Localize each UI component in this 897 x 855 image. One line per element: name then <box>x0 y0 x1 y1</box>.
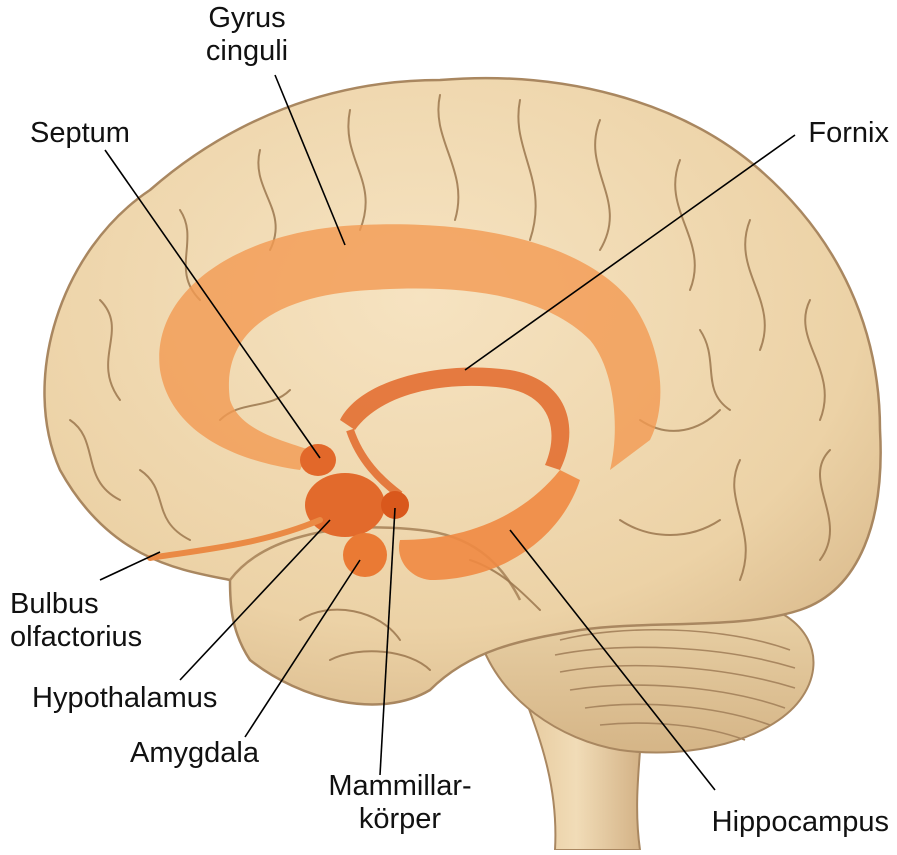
leader-septum <box>104 149 321 459</box>
hippocampus-shape <box>399 470 580 580</box>
label-hippocampus: Hippocampus <box>712 806 889 839</box>
label-bulbus-line1: Bulbus <box>10 588 99 620</box>
label-hypothalamus-text: Hypothalamus <box>32 682 218 714</box>
label-gyrus-cinguli-line1: Gyrus <box>208 2 286 34</box>
sulci <box>69 94 831 671</box>
hypothalamus-shape <box>305 473 385 537</box>
leader-amygdala <box>244 559 361 738</box>
leader-fornix <box>464 134 796 371</box>
label-gyrus-cinguli: Gyrus cinguli <box>192 2 302 68</box>
mammillary-shape <box>381 491 409 519</box>
label-amygdala-text: Amygdala <box>130 737 259 769</box>
gyrus-cinguli-shape <box>159 224 661 470</box>
leader-hypothalamus <box>179 519 331 681</box>
label-septum-text: Septum <box>30 117 130 149</box>
label-fornix: Fornix <box>808 117 889 150</box>
olfactory-tract <box>147 517 323 561</box>
label-fornix-text: Fornix <box>808 117 889 149</box>
leader-gyrus-cinguli <box>274 74 346 246</box>
label-amygdala: Amygdala <box>130 737 259 770</box>
amygdala-shape <box>343 533 387 577</box>
septum-shape <box>300 444 336 476</box>
label-hippocampus-text: Hippocampus <box>711 806 889 838</box>
leader-bulbus <box>99 551 161 581</box>
label-hypothalamus: Hypothalamus <box>32 682 217 715</box>
label-septum: Septum <box>30 117 130 150</box>
label-bulbus-olfactorius: Bulbus olfactorius <box>10 588 142 654</box>
leader-lines <box>99 74 796 791</box>
cerebellum-folia <box>554 628 796 741</box>
leader-mammillar <box>379 507 396 776</box>
label-mammillar-line2: körper <box>358 803 442 835</box>
leader-hippocampus <box>509 529 716 791</box>
cerebrum <box>43 76 882 706</box>
label-bulbus-line2: olfactorius <box>10 621 143 653</box>
fornix-shape <box>340 367 570 470</box>
label-mammillar-line1: Mammillar- <box>328 770 472 802</box>
label-gyrus-cinguli-line2: cinguli <box>205 35 289 67</box>
label-mammillarkoerper: Mammillar- körper <box>315 770 485 836</box>
